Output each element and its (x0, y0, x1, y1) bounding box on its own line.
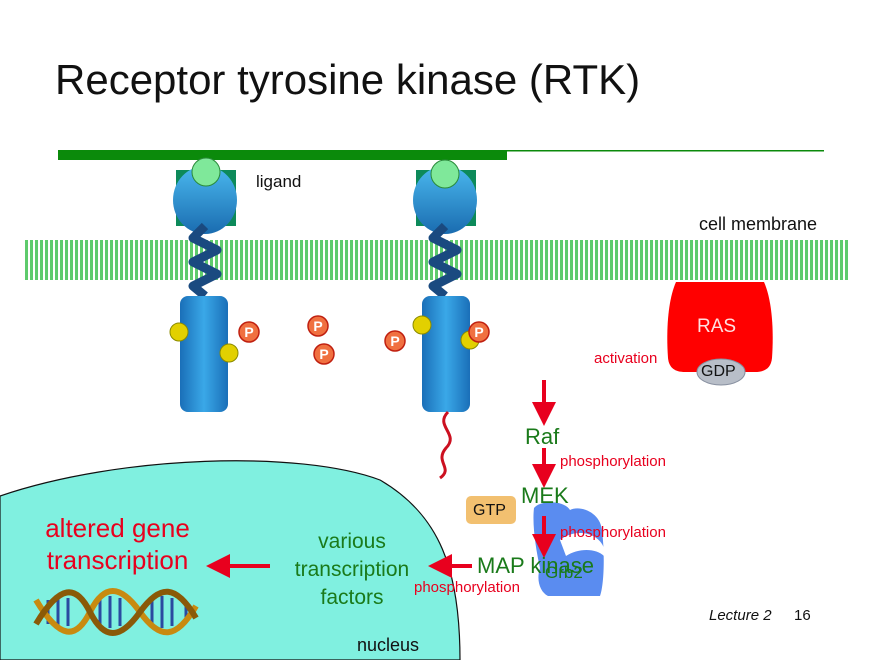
nucleus (0, 460, 461, 660)
phosphate-3: P (313, 343, 335, 365)
gtp-box (466, 496, 516, 524)
phosphate-label: P (244, 324, 253, 340)
phosphate-1: P (238, 321, 260, 343)
page-title: Receptor tyrosine kinase (RTK) (55, 56, 641, 103)
phosphate-label: P (474, 324, 483, 340)
dna-helix (33, 588, 199, 636)
altered-gene-transcription-label: altered gene transcription (45, 513, 190, 575)
raf-label: Raf (525, 424, 560, 449)
gdp-label: GDP (701, 363, 736, 380)
ligand-left (191, 157, 221, 187)
cell-membrane-label: cell membrane (699, 214, 818, 234)
grb2-label: Grb2 (545, 563, 583, 582)
nucleus-label: nucleus (357, 635, 420, 655)
receptor-tail (439, 410, 452, 480)
map-kinase-label: MAP kinase (477, 553, 594, 578)
phosphorylation-label-1: phosphorylation (560, 453, 666, 470)
ras-label: RAS (697, 316, 737, 337)
ras-protein (667, 282, 773, 372)
tyrosine-1 (169, 322, 189, 342)
title-bar-thick (58, 150, 507, 160)
phosphate-label: P (390, 333, 399, 349)
phosphate-2: P (307, 315, 329, 337)
footer-lecture: Lecture 2 (709, 607, 772, 624)
phosphate-label: P (313, 318, 322, 334)
receptor-left (173, 166, 237, 412)
ligand-label: ligand (256, 172, 302, 191)
phosphate-5: P (468, 321, 490, 343)
transcription-factors-label: various transcription factors (294, 530, 410, 609)
title-bar-thin (507, 150, 824, 152)
activation-label: activation (594, 350, 658, 367)
phosphate-4: P (384, 330, 406, 352)
ligand-right (430, 159, 460, 189)
tyrosine-3 (412, 315, 432, 335)
phosphorylation-label-2: phosphorylation (560, 524, 666, 541)
phosphorylation-label-3: phosphorylation (414, 579, 520, 596)
grb2-notch (560, 533, 604, 556)
gdp-blob (696, 358, 746, 386)
phosphate-label: P (319, 346, 328, 362)
mek-label: MEK (521, 483, 569, 508)
tyrosine-2 (219, 343, 239, 363)
receptor-right (413, 166, 477, 412)
gtp-label: GTP (473, 502, 506, 519)
footer-page-number: 16 (794, 607, 811, 624)
